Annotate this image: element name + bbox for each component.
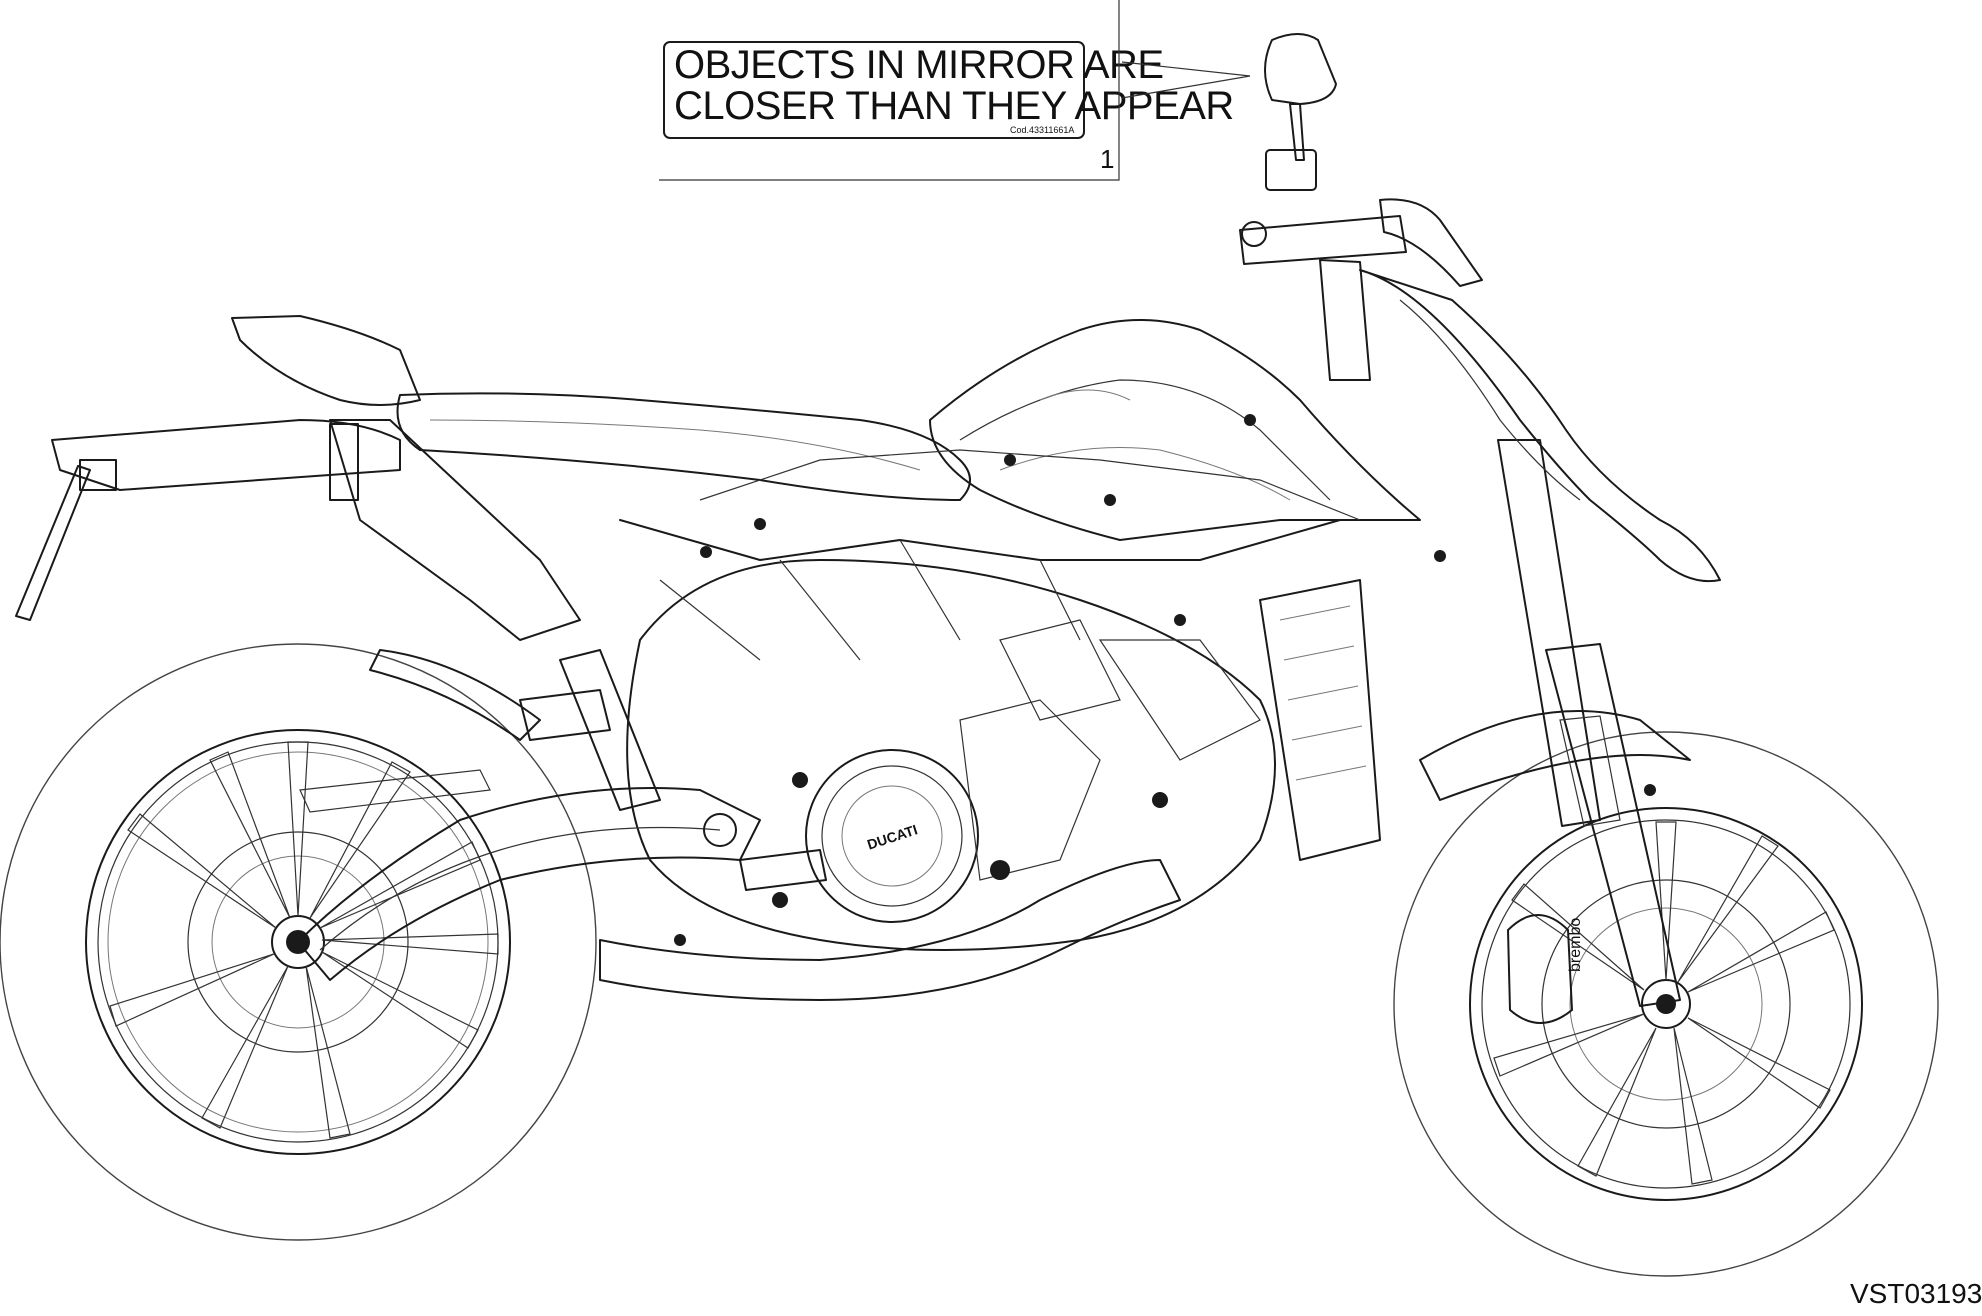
rear-wheel — [0, 643, 597, 1241]
mirror-head — [1264, 33, 1337, 105]
exhaust-header — [599, 859, 1181, 1001]
front-fender — [1419, 710, 1691, 801]
handlebar-assembly — [1239, 33, 1483, 381]
fork-slider — [1545, 643, 1681, 1007]
fuel-tank — [929, 319, 1421, 541]
swingarm-body — [297, 787, 761, 981]
front-tire-outer — [1393, 731, 1939, 1277]
seat — [396, 392, 971, 501]
engine-outline — [626, 559, 1276, 951]
front-brake-caliper: brembo — [1507, 914, 1584, 1024]
front-rim-outer — [1469, 807, 1863, 1201]
caliper-brand: brembo — [1567, 918, 1584, 972]
callout-bracket — [659, 0, 1120, 181]
callout-number: 1 — [1100, 144, 1114, 174]
swingarm — [297, 787, 761, 981]
decal-text-line1: OBJECTS IN MIRROR ARE — [674, 43, 1164, 87]
swingarm-pivot — [703, 813, 737, 847]
clutch-cover — [805, 749, 979, 923]
license-plate-holder — [15, 465, 91, 621]
tail-section — [15, 315, 421, 621]
fork-leg-outer — [1497, 439, 1601, 827]
decal-text-line2: CLOSER THAN THEY APPEAR — [674, 84, 1234, 128]
tail-light — [79, 459, 117, 491]
tail-cowl — [231, 315, 421, 406]
leader-line-top — [1121, 61, 1251, 77]
passenger-footpeg — [519, 689, 611, 741]
rear-tire-outer — [0, 643, 597, 1241]
motorcycle-illustration: brembo — [0, 33, 1939, 1277]
decal-part-code: Cod.43311661A — [1010, 125, 1074, 135]
rear-suspension — [519, 649, 827, 891]
front-nose-fairing — [1359, 269, 1721, 583]
handlebar — [1239, 215, 1407, 265]
fasteners — [674, 414, 1656, 946]
decal-outline — [663, 41, 1085, 139]
tail-subframe — [51, 419, 401, 491]
rider-footpeg — [739, 849, 827, 891]
handguard — [1379, 198, 1483, 287]
tank-outline — [929, 319, 1421, 541]
rear-spokes — [109, 741, 499, 1139]
radiator — [1259, 579, 1381, 861]
rear-hugger — [299, 649, 541, 813]
exhaust-silencer — [329, 419, 1181, 1001]
leader-line-bottom — [1121, 75, 1251, 99]
mirror-warning-decal: OBJECTS IN MIRROR ARE CLOSER THAN THEY A… — [663, 41, 1234, 139]
trellis-frame — [619, 449, 1361, 661]
drawing-code: VST03193 — [1850, 1278, 1982, 1309]
rear-brake-disc — [187, 831, 409, 1053]
front-spokes — [1493, 821, 1835, 1185]
brake-lever-mount — [1265, 149, 1317, 191]
engine-cover-brand: DUCATI — [865, 821, 919, 852]
silencer-endcap — [329, 423, 359, 501]
rear-rim-outer — [85, 729, 511, 1155]
seat-outline — [396, 392, 971, 501]
rear-shock — [559, 649, 661, 811]
callout-leader: 1 — [659, 0, 1251, 181]
front-wheel: brembo — [1393, 731, 1939, 1277]
steering-head — [1319, 259, 1371, 381]
front-fork — [1419, 439, 1691, 1007]
silencer-body — [329, 419, 581, 641]
front-brake-disc — [1541, 879, 1791, 1129]
number-board — [1359, 269, 1721, 583]
mirror-stem — [1289, 103, 1305, 161]
